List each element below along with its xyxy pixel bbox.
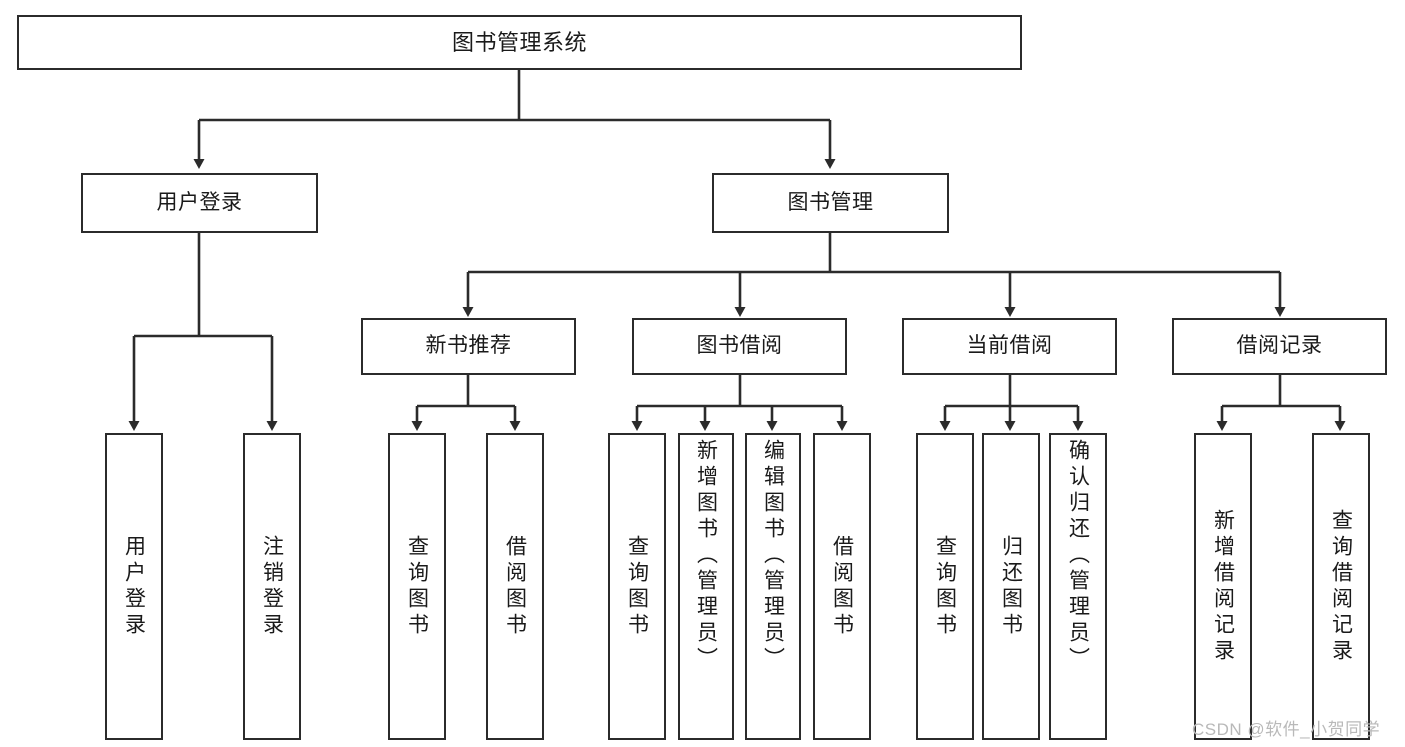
leaf-label: 借阅图书 xyxy=(830,534,854,639)
leaf-label: 查询图书 xyxy=(933,534,957,639)
leaf-label: 新增图书（管理员） xyxy=(694,439,718,673)
leaf-add-book-admin[interactable]: 新增图书（管理员） xyxy=(678,433,734,740)
node-label: 图书借阅 xyxy=(696,334,783,358)
csdn-watermark: CSDN @软件_小贺同学 xyxy=(1192,720,1381,739)
node-label: 用户登录 xyxy=(156,190,243,214)
node-label: 新书推荐 xyxy=(425,334,512,358)
leaf-logout[interactable]: 注销登录 xyxy=(243,433,301,740)
leaf-return-book[interactable]: 归还图书 xyxy=(982,433,1040,740)
leaf-query-book-current[interactable]: 查询图书 xyxy=(916,433,974,740)
leaf-label: 归还图书 xyxy=(999,534,1023,639)
leaf-label: 编辑图书（管理员） xyxy=(761,439,785,673)
node-current-borrow[interactable]: 当前借阅 xyxy=(902,318,1117,375)
leaf-borrow-book[interactable]: 借阅图书 xyxy=(813,433,871,740)
leaf-label: 查询借阅记录 xyxy=(1329,508,1353,665)
leaf-user-login[interactable]: 用户登录 xyxy=(105,433,163,740)
node-borrow-record[interactable]: 借阅记录 xyxy=(1172,318,1387,375)
leaf-query-book-borrow[interactable]: 查询图书 xyxy=(608,433,666,740)
node-book-management-system[interactable]: 图书管理系统 xyxy=(17,15,1022,70)
leaf-label: 确认归还（管理员） xyxy=(1066,439,1090,673)
node-book-borrow[interactable]: 图书借阅 xyxy=(632,318,847,375)
leaf-borrow-book-recommend[interactable]: 借阅图书 xyxy=(486,433,544,740)
leaf-add-borrow-record[interactable]: 新增借阅记录 xyxy=(1194,433,1252,740)
leaf-query-borrow-record[interactable]: 查询借阅记录 xyxy=(1312,433,1370,740)
node-label: 当前借阅 xyxy=(966,334,1053,358)
leaf-label: 借阅图书 xyxy=(503,534,527,639)
leaf-label: 用户登录 xyxy=(122,534,146,639)
leaf-label: 新增借阅记录 xyxy=(1211,508,1235,665)
node-book-management[interactable]: 图书管理 xyxy=(712,173,949,233)
leaf-query-book-recommend[interactable]: 查询图书 xyxy=(388,433,446,740)
leaf-label: 查询图书 xyxy=(625,534,649,639)
node-new-book-recommend[interactable]: 新书推荐 xyxy=(361,318,576,375)
leaf-edit-book-admin[interactable]: 编辑图书（管理员） xyxy=(745,433,801,740)
node-user-login[interactable]: 用户登录 xyxy=(81,173,318,233)
leaf-label: 查询图书 xyxy=(405,534,429,639)
leaf-label: 注销登录 xyxy=(260,534,284,639)
leaf-confirm-return-admin[interactable]: 确认归还（管理员） xyxy=(1049,433,1107,740)
node-label: 图书管理系统 xyxy=(451,29,587,55)
node-label: 图书管理 xyxy=(787,190,874,214)
node-label: 借阅记录 xyxy=(1236,334,1323,358)
